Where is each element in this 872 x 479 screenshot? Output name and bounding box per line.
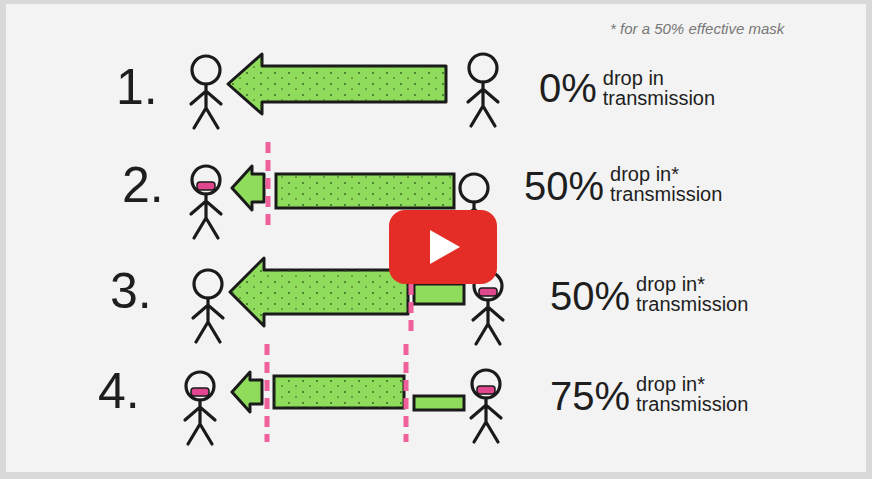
row-number: 2. bbox=[122, 160, 164, 210]
mask-barrier bbox=[265, 344, 270, 442]
mask-barrier bbox=[266, 142, 271, 230]
description: drop in* transmission bbox=[636, 274, 748, 315]
description: drop in* transmission bbox=[610, 164, 722, 205]
stick-figure bbox=[468, 54, 498, 126]
stick-figure bbox=[191, 56, 221, 128]
canvas: * for a 50% effective mask 1. 0%drop in tr… bbox=[6, 4, 866, 472]
transmission-arrow bbox=[232, 166, 264, 210]
row-number: 1. bbox=[116, 62, 158, 112]
row-4 bbox=[185, 344, 501, 444]
transmission-arrow bbox=[274, 376, 404, 408]
play-button bbox=[389, 210, 497, 284]
description: drop in* transmission bbox=[636, 374, 748, 415]
transmission-arrow bbox=[230, 258, 408, 326]
mask-barrier bbox=[404, 344, 409, 442]
percentage: 0% bbox=[539, 68, 597, 108]
row-1 bbox=[191, 54, 498, 128]
transmission-arrow bbox=[414, 396, 464, 410]
description: drop in transmission bbox=[603, 68, 715, 109]
transmission-arrow bbox=[276, 174, 454, 208]
percentage: 50% bbox=[550, 276, 630, 316]
percentage: 50% bbox=[524, 166, 604, 206]
row-number: 4. bbox=[98, 366, 140, 416]
row-number: 3. bbox=[110, 266, 152, 316]
stick-figure bbox=[193, 270, 223, 342]
masked-stick-figure bbox=[191, 166, 221, 238]
transmission-arrow bbox=[228, 54, 446, 114]
transmission-arrow bbox=[414, 284, 464, 304]
percentage: 75% bbox=[550, 376, 630, 416]
footnote: * for a 50% effective mask bbox=[610, 20, 784, 37]
masked-stick-figure bbox=[471, 370, 501, 442]
masked-stick-figure bbox=[185, 372, 215, 444]
transmission-arrow bbox=[232, 372, 262, 412]
